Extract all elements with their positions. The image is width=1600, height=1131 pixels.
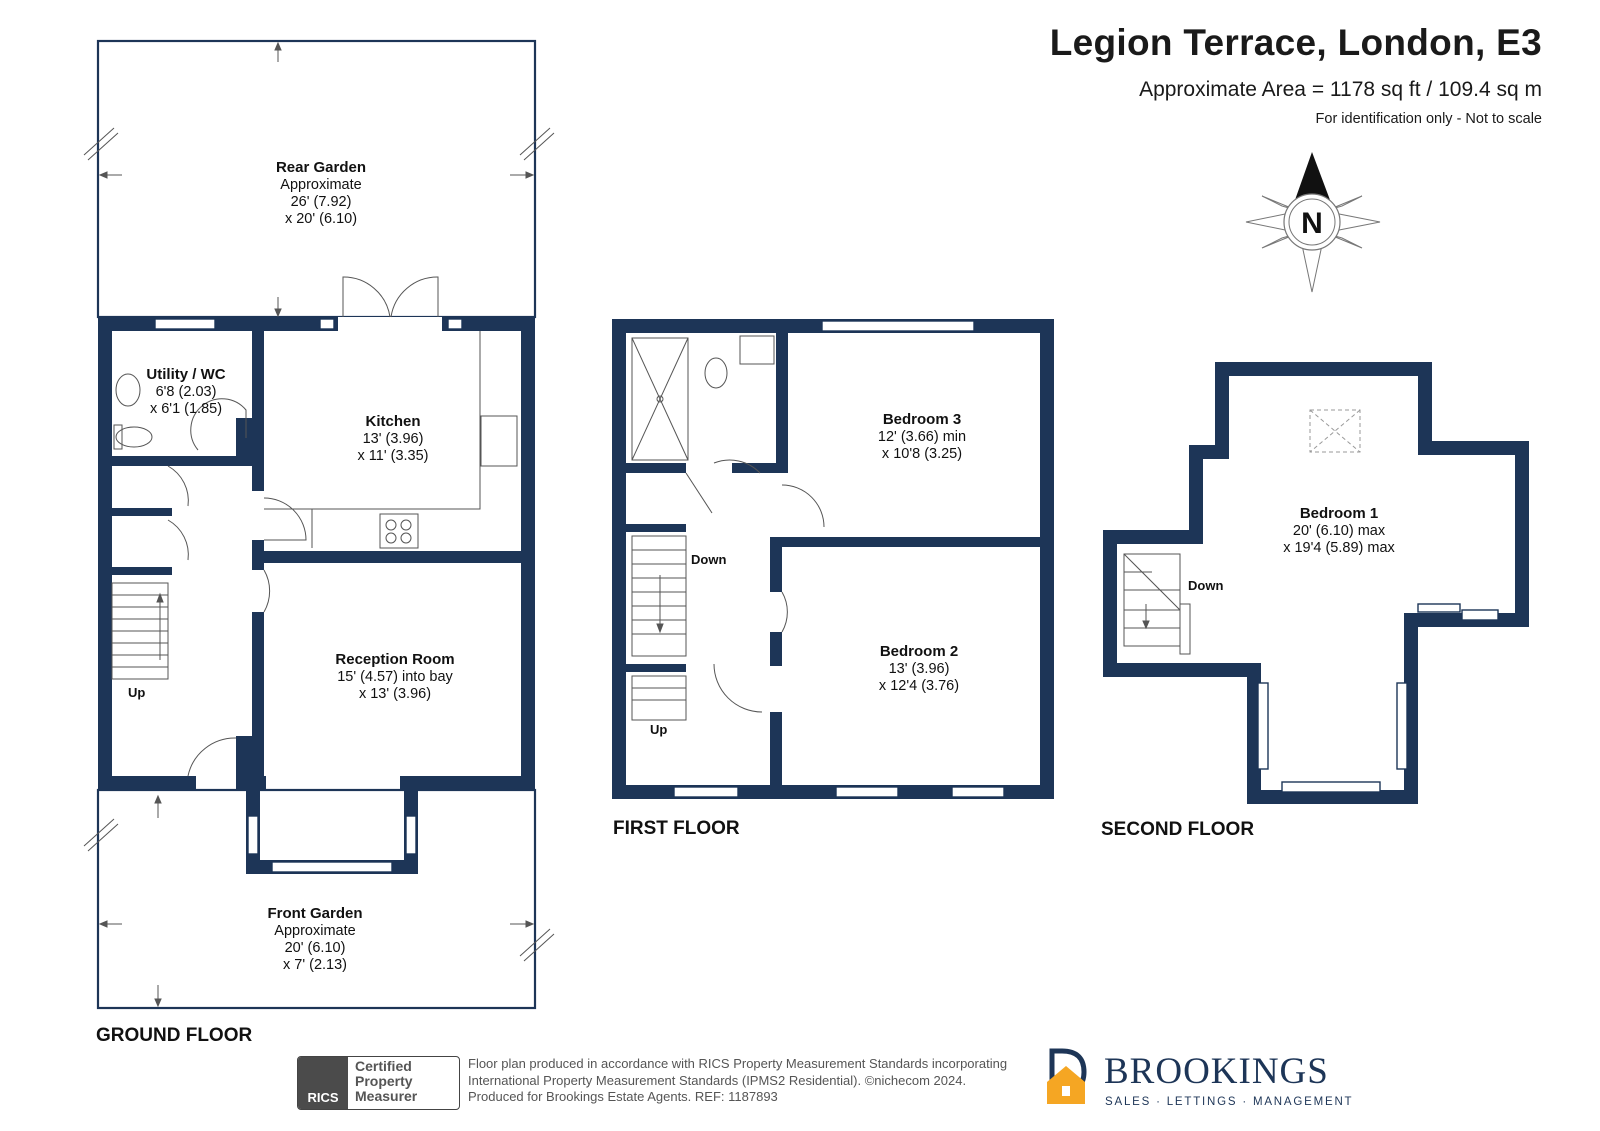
svg-text:12' (3.66) min: 12' (3.66) min: [878, 429, 966, 445]
first-floor-label: FIRST FLOOR: [613, 818, 740, 839]
disclaimer-line: Produced for Brookings Estate Agents. RE…: [468, 1089, 778, 1104]
front-garden-label: Front Garden Approximate 20' (6.10) x 7'…: [267, 905, 362, 973]
svg-text:15' (4.57) into bay: 15' (4.57) into bay: [337, 669, 453, 685]
property-title: Legion Terrace, London, E3: [1049, 22, 1542, 63]
brand-name: BROOKINGS: [1104, 1051, 1329, 1092]
rics-logo-icon: RICS: [298, 1057, 348, 1109]
rear-garden-label: Rear Garden Approximate 26' (7.92) x 20'…: [276, 159, 366, 227]
garden-dimension-arrows: [98, 41, 535, 1008]
svg-text:x 20' (6.10): x 20' (6.10): [285, 211, 357, 227]
disclaimer-line: International Property Measurement Stand…: [468, 1072, 967, 1088]
ground-floor-label: GROUND FLOOR: [96, 1025, 252, 1046]
ground-stairs: [111, 582, 169, 680]
ground-stair-up-label: Up: [128, 685, 145, 700]
svg-text:Front Garden: Front Garden: [267, 905, 362, 922]
svg-text:x 12'4 (3.76): x 12'4 (3.76): [879, 678, 959, 694]
svg-text:Approximate: Approximate: [274, 923, 355, 939]
svg-text:Rear Garden: Rear Garden: [276, 159, 366, 176]
svg-text:x 7' (2.13): x 7' (2.13): [283, 957, 347, 973]
rics-certified-badge: RICS Certified Property Measurer: [297, 1056, 460, 1110]
garden-break-marks: [83, 127, 555, 962]
compass-rose-icon: N: [1245, 152, 1381, 293]
svg-text:x 10'8 (3.25): x 10'8 (3.25): [882, 446, 962, 462]
identification-note: For identification only - Not to scale: [1315, 111, 1542, 127]
svg-text:x 13' (3.96): x 13' (3.96): [359, 686, 431, 702]
kitchen-label: Kitchen 13' (3.96) x 11' (3.35): [357, 413, 428, 464]
rics-line-2: Property: [355, 1073, 413, 1089]
second-floor-label: SECOND FLOOR: [1101, 819, 1254, 840]
svg-text:Kitchen: Kitchen: [365, 413, 420, 430]
svg-text:20' (6.10) max: 20' (6.10) max: [1293, 523, 1386, 539]
bedroom3-label: Bedroom 3 12' (3.66) min x 10'8 (3.25): [878, 411, 966, 462]
front-garden-boundary: [96, 788, 537, 1010]
svg-text:Bedroom 1: Bedroom 1: [1300, 505, 1378, 522]
svg-text:6'8 (2.03): 6'8 (2.03): [156, 384, 217, 400]
svg-text:26' (7.92): 26' (7.92): [291, 194, 352, 210]
second-stairs: [1123, 553, 1191, 655]
svg-text:Utility / WC: Utility / WC: [146, 366, 225, 383]
svg-text:20' (6.10): 20' (6.10): [285, 940, 346, 956]
svg-text:Approximate: Approximate: [280, 177, 361, 193]
disclaimer-line: Floor plan produced in accordance with R…: [468, 1056, 1008, 1071]
rics-line-1: Certified: [355, 1058, 412, 1074]
reception-label: Reception Room 15' (4.57) into bay x 13'…: [335, 651, 454, 702]
floorplan-disclaimer: Floor plan produced in accordance with R…: [468, 1056, 1038, 1106]
svg-text:13' (3.96): 13' (3.96): [889, 661, 950, 677]
second-stair-down-label: Down: [1188, 578, 1223, 593]
bedroom2-label: Bedroom 2 13' (3.96) x 12'4 (3.76): [879, 643, 959, 694]
svg-text:Bedroom 2: Bedroom 2: [880, 643, 958, 660]
approximate-area: Approximate Area = 1178 sq ft / 109.4 sq…: [1139, 78, 1542, 101]
compass-north-label: N: [1301, 207, 1323, 240]
svg-text:x 19'4 (5.89) max: x 19'4 (5.89) max: [1283, 540, 1395, 556]
first-floor-plan: Bedroom 3 12' (3.66) min x 10'8 (3.25) B…: [612, 319, 1054, 839]
svg-text:x 6'1 (1.85): x 6'1 (1.85): [150, 401, 222, 417]
rics-badge-text: Certified Property Measurer: [348, 1057, 417, 1109]
svg-text:Reception Room: Reception Room: [335, 651, 454, 668]
first-stairs: [631, 535, 687, 721]
rics-line-3: Measurer: [355, 1088, 418, 1104]
first-stair-down-label: Down: [691, 552, 726, 567]
svg-text:x 11' (3.35): x 11' (3.35): [357, 448, 428, 464]
svg-text:13' (3.96): 13' (3.96): [363, 431, 424, 447]
utility-label: Utility / WC 6'8 (2.03) x 6'1 (1.85): [146, 366, 225, 417]
first-stair-up-label: Up: [650, 722, 667, 737]
bedroom1-label: Bedroom 1 20' (6.10) max x 19'4 (5.89) m…: [1283, 505, 1395, 556]
ground-floor-plan: Rear Garden Approximate 26' (7.92) x 20'…: [83, 39, 555, 1046]
second-floor-plan: Bedroom 1 20' (6.10) max x 19'4 (5.89) m…: [1101, 362, 1529, 840]
brookings-logo-icon: [1047, 1048, 1087, 1104]
brand-tagline: SALES · LETTINGS · MANAGEMENT: [1105, 1096, 1354, 1108]
svg-text:Bedroom 3: Bedroom 3: [883, 411, 961, 428]
